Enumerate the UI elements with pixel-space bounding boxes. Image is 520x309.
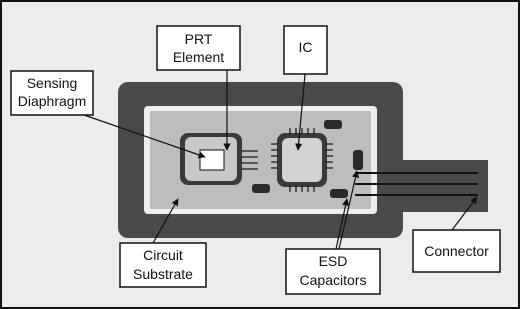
label-line: IC bbox=[299, 39, 313, 55]
label-line: ESD bbox=[319, 253, 348, 269]
label-line: Diaphragm bbox=[18, 93, 86, 109]
label-prt-element: PRT Element bbox=[156, 25, 241, 71]
leader-esd-capacitor-a bbox=[335, 198, 350, 250]
leader-circuit-substrate bbox=[152, 198, 179, 244]
label-ic: IC bbox=[283, 25, 328, 75]
leader-esd-capacitor-b bbox=[338, 170, 360, 250]
label-sensing-diaphragm: Sensing Diaphragm bbox=[10, 70, 94, 116]
label-box bbox=[412, 229, 501, 273]
esd-capacitor-vertical bbox=[353, 150, 363, 170]
esd-capacitor-horizontal bbox=[330, 189, 348, 198]
label-line: Capacitors bbox=[300, 272, 367, 288]
capacitor-bottom-left bbox=[252, 184, 270, 193]
leader-sensing-diaphragm bbox=[83, 114, 206, 159]
label-line: Sensing bbox=[27, 75, 78, 91]
label-line: Circuit bbox=[143, 247, 183, 263]
ic-chip bbox=[282, 138, 322, 182]
leader-ic bbox=[295, 73, 306, 151]
prt-leads bbox=[242, 150, 258, 170]
leader-connector bbox=[451, 196, 478, 231]
capacitor-top bbox=[324, 120, 342, 129]
label-circuit-substrate: Circuit Substrate bbox=[119, 242, 207, 288]
label-line: PRT bbox=[185, 31, 213, 47]
connector-traces bbox=[355, 172, 478, 196]
label-line: Connector bbox=[424, 243, 489, 259]
label-box bbox=[10, 70, 94, 116]
label-line: Element bbox=[173, 49, 224, 65]
label-box bbox=[283, 25, 328, 75]
label-connector: Connector bbox=[412, 229, 501, 273]
sensing-diaphragm bbox=[199, 149, 225, 171]
label-box bbox=[285, 248, 381, 295]
label-box bbox=[156, 25, 241, 71]
label-esd-capacitors: ESD Capacitors bbox=[285, 248, 381, 295]
label-line: Substrate bbox=[133, 266, 193, 282]
leader-lines bbox=[83, 70, 478, 250]
ic-pins bbox=[271, 128, 333, 192]
label-box bbox=[119, 242, 207, 288]
connector-tab bbox=[392, 160, 488, 212]
